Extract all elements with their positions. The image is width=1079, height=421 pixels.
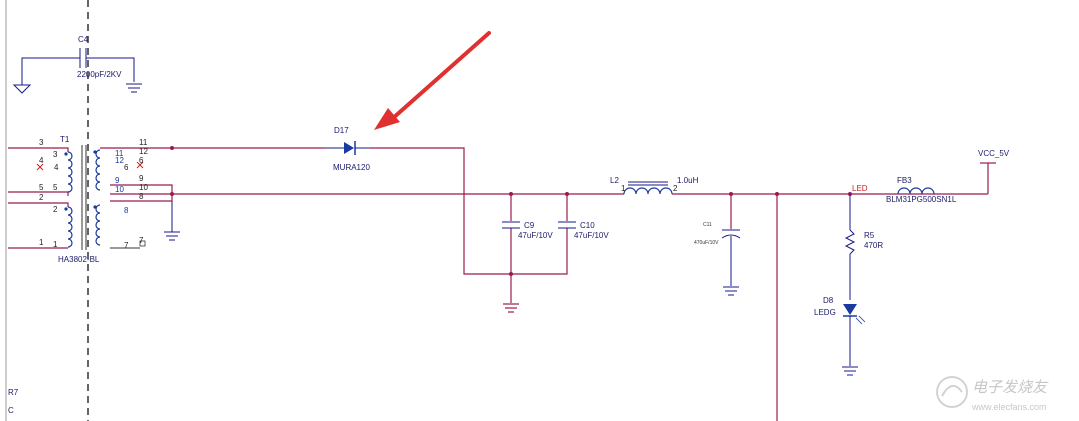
t1-pin: 11 — [115, 149, 124, 158]
t1-pin: 5 — [39, 183, 44, 192]
t1-value: HA3802-BL — [58, 255, 100, 264]
t1-pin: 5 — [53, 183, 58, 192]
t1-pin: 8 — [124, 206, 129, 215]
edge-label-c: C — [8, 406, 14, 415]
net-label-vcc: VCC_5V — [978, 149, 1010, 158]
t1-pin: 4 — [54, 163, 59, 172]
c4-value: 2200pF/2KV — [77, 70, 122, 79]
c10-value: 47uF/10V — [574, 231, 609, 240]
fb3-ferrite: FB3 BLM31PG500SN1L — [886, 176, 957, 204]
t1-pin: 2 — [39, 193, 44, 202]
d17-diode: D17 MURA120 — [325, 126, 370, 172]
t1-pin: 12 — [139, 147, 148, 156]
d8-value: LEDG — [814, 308, 836, 317]
l2-inductor: L2 1 2 1.0uH — [610, 176, 699, 195]
l2-pin1: 1 — [621, 184, 626, 193]
c9-value: 47uF/10V — [518, 231, 553, 240]
t1-pin: 10 — [115, 185, 124, 194]
c9-capacitor: C9 47uF/10V — [502, 194, 553, 313]
t1-ref: T1 — [60, 135, 70, 144]
t1-pin: 11 — [139, 138, 148, 147]
t1-pin: 3 — [53, 150, 58, 159]
watermark-logo: 电子发烧友 www.elecfans.com — [936, 376, 1049, 412]
net-label-led: LED — [852, 184, 868, 193]
t1-pin: 7 — [124, 241, 129, 250]
l2-value: 1.0uH — [677, 176, 699, 185]
t1-pin: 12 — [115, 156, 124, 165]
watermark-url: www.elecfans.com — [971, 402, 1047, 412]
t1-transformer: T1 HA3802-BL 3 3 4 4 5 5 2 2 1 1 11 11 1… — [8, 135, 180, 264]
d17-ref: D17 — [334, 126, 349, 135]
fb3-value: BLM31PG500SN1L — [886, 195, 957, 204]
d8-led: D8 LEDG — [814, 296, 866, 376]
l2-ref: L2 — [610, 176, 619, 185]
r5-value: 470R — [864, 241, 883, 250]
t1-pin: 4 — [39, 156, 44, 165]
t1-pin: 8 — [139, 192, 144, 201]
t1-pin: 9 — [115, 176, 120, 185]
t1-pin: 3 — [39, 138, 44, 147]
r5-resistor: R5 470R — [844, 194, 883, 300]
red-annotation-arrow — [374, 31, 491, 130]
c11-value: 470uF/10V — [694, 240, 719, 246]
fb3-ref: FB3 — [897, 176, 912, 185]
t1-pin: 1 — [39, 238, 44, 247]
c11-capacitor: C11 470uF/10V — [694, 194, 741, 296]
c11-ref: C11 — [703, 222, 712, 228]
t1-pin: 1 — [53, 240, 58, 249]
c10-capacitor: C10 47uF/10V — [558, 194, 609, 240]
t1-pin: 7 — [139, 236, 144, 245]
d8-ref: D8 — [823, 296, 834, 305]
c4-capacitor: C4 2200pF/2KV — [12, 35, 142, 94]
t1-pin: 6 — [124, 163, 129, 172]
t1-pin: 6 — [139, 156, 144, 165]
watermark-cn: 电子发烧友 — [972, 379, 1049, 396]
c10-ref: C10 — [580, 221, 595, 230]
r5-ref: R5 — [864, 231, 875, 240]
c4-ref: C4 — [78, 35, 89, 44]
t1-pin: 10 — [139, 183, 148, 192]
t1-pin: 9 — [139, 174, 144, 183]
l2-pin2: 2 — [673, 184, 678, 193]
t1-pin: 2 — [53, 205, 58, 214]
d17-value: MURA120 — [333, 163, 370, 172]
c9-ref: C9 — [524, 221, 535, 230]
edge-label-r7: R7 — [8, 388, 19, 397]
